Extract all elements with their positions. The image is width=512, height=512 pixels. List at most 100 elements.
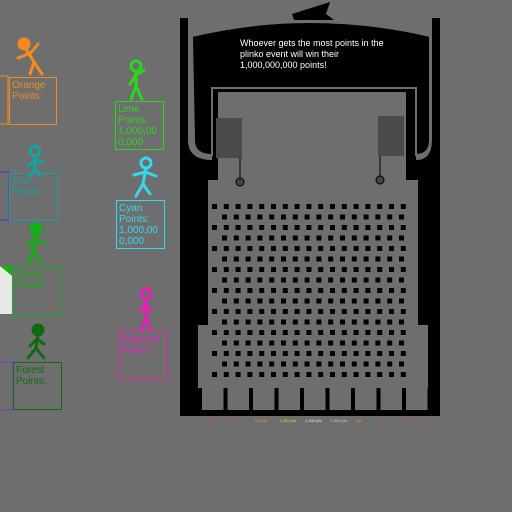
peg (269, 256, 275, 262)
peg (363, 319, 369, 325)
peg (282, 309, 288, 314)
peg (235, 246, 241, 251)
peg (353, 351, 359, 356)
peg (387, 340, 393, 346)
peg (363, 298, 369, 304)
peg (222, 340, 227, 346)
peg (306, 267, 312, 272)
peg (245, 319, 251, 325)
peg (400, 204, 406, 209)
peg (282, 204, 288, 209)
peg (351, 298, 357, 304)
peg (351, 256, 357, 262)
peg (341, 246, 347, 251)
peg (269, 361, 275, 367)
peg (292, 235, 298, 241)
peg (259, 309, 265, 314)
peg (222, 298, 227, 304)
peg (271, 225, 276, 230)
peg (259, 351, 265, 356)
peg (377, 246, 383, 251)
peg (259, 246, 265, 251)
peg (259, 330, 265, 335)
peg (389, 351, 394, 356)
peg (269, 340, 275, 346)
peg (281, 340, 286, 346)
peg (282, 372, 288, 377)
peg (351, 319, 357, 325)
peg (400, 246, 406, 251)
peg (223, 330, 229, 335)
peg (400, 351, 406, 356)
peg (341, 204, 347, 209)
peg (377, 267, 383, 272)
peg (247, 225, 253, 230)
peg (304, 214, 310, 220)
peg (365, 246, 371, 251)
peg (282, 225, 288, 230)
slot-divider (427, 388, 432, 412)
points-label: Points: (121, 345, 152, 356)
peg (292, 298, 298, 304)
peg (306, 204, 312, 209)
peg (233, 214, 239, 220)
peg (389, 246, 394, 251)
peg (271, 309, 276, 314)
peg (222, 361, 227, 367)
peg (259, 204, 265, 209)
peg (316, 235, 322, 241)
peg (233, 298, 239, 304)
slot-label: pts (381, 418, 387, 423)
peg (365, 204, 371, 209)
peg (223, 246, 229, 251)
peg (304, 298, 310, 304)
peg (351, 277, 357, 283)
peg (281, 256, 286, 262)
peg (375, 340, 381, 346)
slot-divider (351, 388, 355, 412)
peg (294, 330, 300, 335)
peg (328, 319, 334, 325)
peg (294, 267, 300, 272)
peg (245, 277, 251, 283)
peg (363, 235, 369, 241)
peg (375, 277, 381, 283)
peg (247, 372, 253, 377)
magenta-stick-figure (138, 287, 153, 331)
peg (330, 267, 335, 272)
peg (271, 288, 276, 293)
player-name: Orange (12, 80, 46, 91)
peg (330, 225, 335, 230)
peg (235, 351, 241, 356)
peg (400, 267, 406, 272)
slot-divider (376, 388, 381, 412)
peg (271, 351, 276, 356)
peg (318, 372, 324, 377)
peg (365, 288, 371, 293)
peg (281, 361, 286, 367)
peg (387, 256, 393, 262)
peg (351, 214, 357, 220)
peg (306, 309, 312, 314)
peg (294, 351, 300, 356)
peg (271, 330, 276, 335)
slot-divider (300, 388, 304, 412)
peg (306, 330, 312, 335)
player-name: Forest (16, 365, 45, 376)
peg (399, 361, 404, 367)
peg (259, 225, 265, 230)
peg (375, 256, 381, 262)
peg (294, 309, 300, 314)
peg (318, 288, 324, 293)
peg (281, 214, 286, 220)
peg (271, 204, 276, 209)
peg (212, 351, 217, 356)
peg (223, 204, 229, 209)
peg (235, 330, 241, 335)
peg (341, 225, 347, 230)
peg (292, 361, 298, 367)
peg (212, 246, 217, 251)
slot-label: 1,000 pts (203, 418, 220, 423)
peg (399, 277, 404, 283)
